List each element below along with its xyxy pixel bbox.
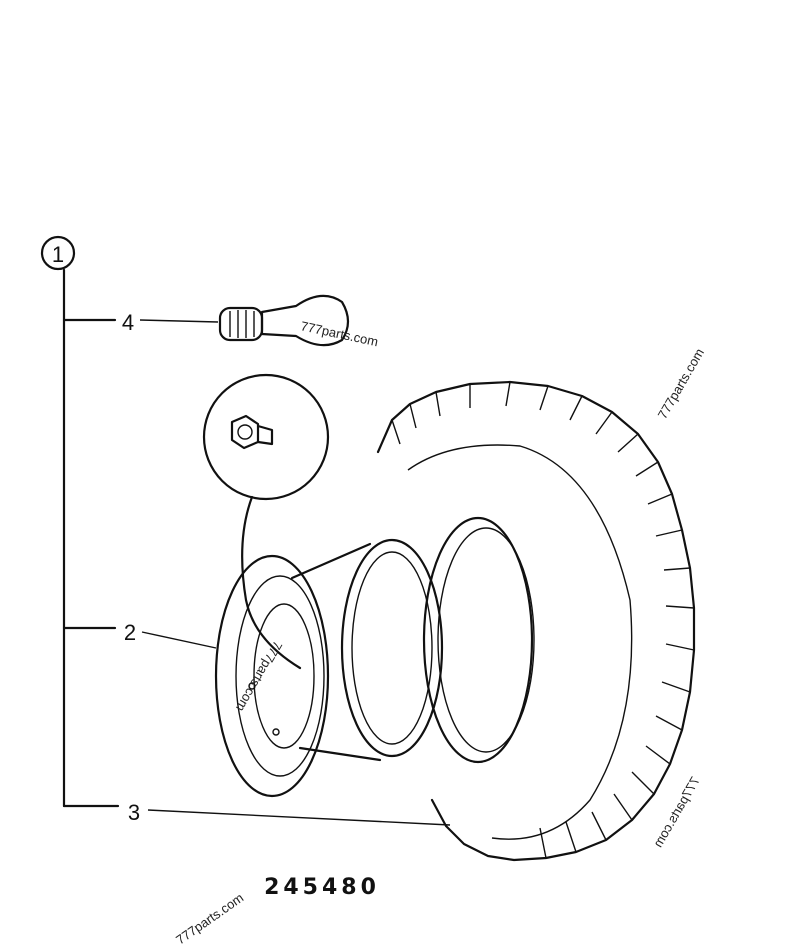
callout-4: 4 (122, 310, 219, 335)
wheel-rim-illustration (214, 538, 444, 798)
callout-2-number: 2 (124, 620, 136, 645)
watermark: 777parts.com (655, 346, 707, 422)
valve-illustration (218, 294, 350, 347)
watermark: 777parts.com (173, 890, 246, 947)
tyre-illustration (376, 380, 696, 862)
watermark: 777parts.com (299, 318, 379, 349)
callout-3: 3 (128, 800, 451, 826)
callout-2: 2 (124, 620, 217, 649)
watermark: 777parts.com (233, 639, 285, 715)
callout-3-number: 3 (128, 800, 140, 825)
group-marker: 1 (40, 235, 76, 271)
drawing-number: 245480 (264, 875, 380, 900)
group-marker-number: 1 (52, 242, 64, 267)
callout-4-number: 4 (122, 310, 134, 335)
callout-bracket (62, 268, 120, 808)
nut-detail-bubble (202, 373, 330, 670)
